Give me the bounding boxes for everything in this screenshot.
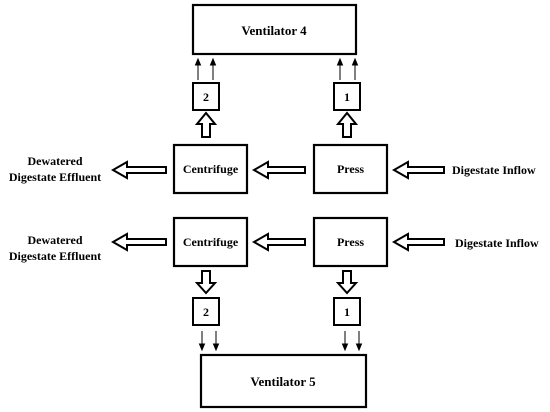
bottom-centrifuge-label: Centrifuge xyxy=(183,235,239,249)
bottom-press-down-arrow xyxy=(335,270,359,295)
top-inflow-arrow xyxy=(391,160,445,180)
bottom-box-1-label: 1 xyxy=(344,305,350,319)
top-press-node: Press xyxy=(312,143,389,195)
ventilator-5-label: Ventilator 5 xyxy=(250,374,316,389)
bottom-inflow-arrow xyxy=(391,232,445,252)
top-effluent-label-1: Dewatered xyxy=(27,154,82,168)
bottom-centrifuge-down-arrow xyxy=(194,270,218,295)
bottom-effluent-arrow xyxy=(110,232,167,252)
bottom-box-1: 1 xyxy=(333,297,361,326)
bottom-box-2-label: 2 xyxy=(203,305,209,319)
ventilator-5-node: Ventilator 5 xyxy=(199,353,368,409)
bottom-press-to-centrifuge-arrow xyxy=(251,232,306,252)
top-effluent-arrow xyxy=(110,160,167,180)
top-inflow-label: Digestate Inflow xyxy=(452,163,536,177)
bottom-effluent-label-1: Dewatered xyxy=(27,233,82,247)
bottom-left-small-arrows xyxy=(198,331,220,352)
top-box-2-label: 2 xyxy=(203,90,209,104)
bottom-inflow-label: Digestate Inflow xyxy=(455,236,539,250)
bottom-box-2: 2 xyxy=(192,297,220,326)
top-box-1-label: 1 xyxy=(344,90,350,104)
top-effluent-label-2: Digestate Effluent xyxy=(9,170,101,184)
top-box-2: 2 xyxy=(192,82,220,111)
top-left-small-arrows xyxy=(194,57,217,80)
top-press-up-arrow xyxy=(335,111,359,138)
ventilator-4-node: Ventilator 4 xyxy=(191,3,358,56)
bottom-effluent-label-2: Digestate Effluent xyxy=(9,249,101,263)
top-right-small-arrows xyxy=(336,57,359,80)
top-box-1: 1 xyxy=(333,82,361,111)
ventilator-4-label: Ventilator 4 xyxy=(241,23,307,38)
bottom-centrifuge-node: Centrifuge xyxy=(172,216,249,268)
bottom-press-label: Press xyxy=(337,235,364,249)
top-centrifuge-up-arrow xyxy=(194,111,218,138)
top-centrifuge-node: Centrifuge xyxy=(172,143,249,195)
bottom-press-node: Press xyxy=(312,216,389,268)
top-press-to-centrifuge-arrow xyxy=(251,160,306,180)
top-centrifuge-label: Centrifuge xyxy=(183,162,239,176)
bottom-right-small-arrows xyxy=(341,331,363,352)
top-press-label: Press xyxy=(337,162,364,176)
